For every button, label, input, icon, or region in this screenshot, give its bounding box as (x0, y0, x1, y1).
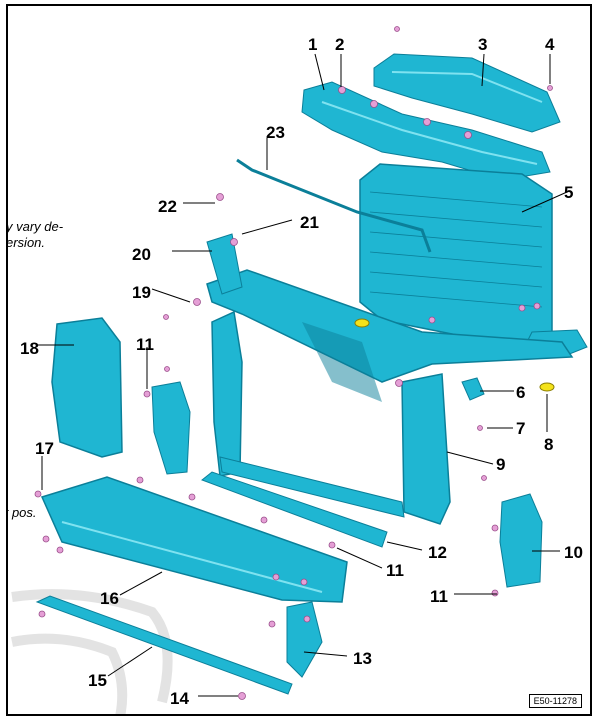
diagram-frame: 1 2 3 4 5 6 7 8 9 10 11 11 11 11 12 13 1… (6, 4, 592, 716)
callout-6: 6 (516, 383, 526, 402)
cross-member-part-12 (200, 471, 388, 548)
air-duct-part-3 (373, 53, 561, 133)
sensor-part-6 (461, 377, 485, 401)
callout-18: 18 (20, 339, 39, 358)
lock-carrier-frame (206, 233, 574, 525)
partial-note-line1: y vary de- (6, 219, 64, 234)
partial-note-line3: r pos. (6, 505, 37, 520)
callout-5: 5 (564, 183, 574, 202)
radiator-part-5 (359, 163, 588, 358)
air-guide-part-10 (499, 493, 543, 588)
bracket-part-11-left (151, 381, 191, 475)
callout-1: 1 (308, 35, 318, 54)
callout-17: 17 (35, 439, 54, 458)
callout-10: 10 (564, 543, 583, 562)
callout-23: 23 (266, 123, 285, 142)
callout-15: 15 (88, 671, 107, 690)
callout-21: 21 (300, 213, 319, 232)
seal-part-8 (354, 318, 555, 392)
figure-reference: E50-11278 (528, 694, 582, 708)
callout-20: 20 (132, 245, 151, 264)
watermark-shape (11, 589, 173, 714)
callout-14: 14 (170, 689, 189, 708)
callout-19: 19 (132, 283, 151, 302)
spoiler-part-15 (35, 595, 293, 695)
callout-3: 3 (478, 35, 488, 54)
callout-4: 4 (545, 35, 555, 54)
callout-22: 22 (158, 197, 177, 216)
callout-11-a: 11 (136, 335, 154, 354)
exploded-view-illustration (11, 26, 588, 714)
callout-9: 9 (496, 455, 506, 474)
callout-8: 8 (544, 435, 554, 454)
cable-part-23 (236, 158, 432, 253)
air-guide-part-18 (51, 317, 123, 458)
callout-12: 12 (428, 543, 447, 562)
leader-lines (38, 53, 568, 697)
callout-11-b: 11 (386, 561, 404, 580)
callout-13: 13 (353, 649, 372, 668)
callout-16: 16 (100, 589, 119, 608)
bumper-carrier-part-16 (40, 476, 348, 603)
callout-2: 2 (335, 35, 345, 54)
partial-note-line2: ersion. (6, 235, 46, 250)
callout-11-c: 11 (430, 587, 448, 606)
bracket-part-13 (286, 601, 323, 678)
callout-7: 7 (516, 419, 526, 438)
